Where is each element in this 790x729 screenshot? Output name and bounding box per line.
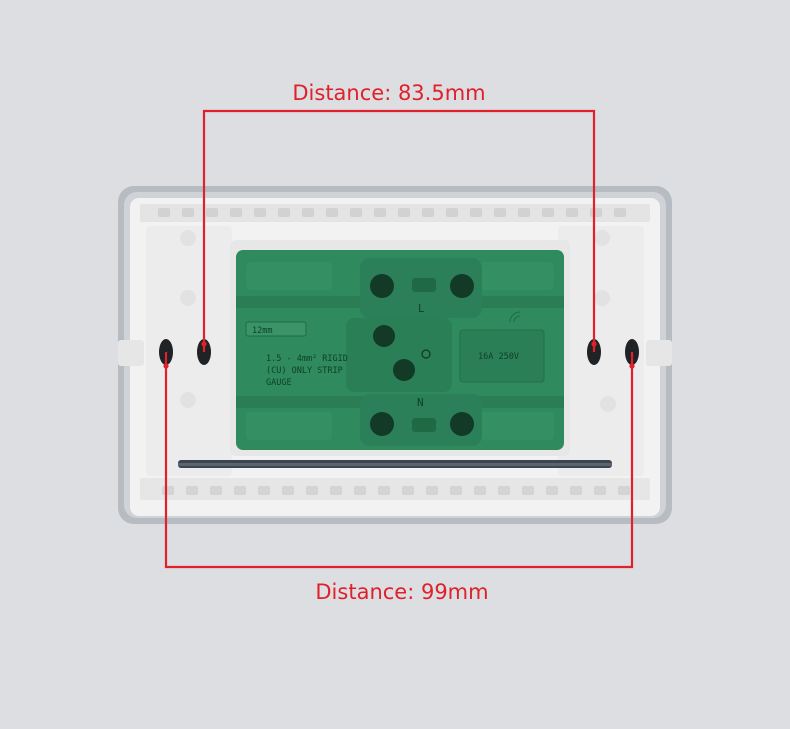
rating-label: 16A 250V xyxy=(478,352,519,362)
terminal-label-l: L xyxy=(418,302,425,315)
strip-gauge-line-3: GAUGE xyxy=(266,378,292,388)
dimension-line-outer xyxy=(164,352,634,569)
strip-gauge-value: 12mm xyxy=(252,326,272,336)
mounting-holes xyxy=(118,339,672,366)
strip-gauge-line-1: 1.5 - 4mm² RIGID xyxy=(266,354,348,364)
wifi-mark-icon xyxy=(509,311,521,323)
dimension-lines xyxy=(164,109,634,569)
left-side-panel xyxy=(146,226,232,476)
terminal-label-n: N xyxy=(417,396,424,409)
dimension-line-inner xyxy=(202,109,596,352)
distance-label-top: Distance: 83.5mm xyxy=(292,81,486,105)
strip-gauge-line-2: (CU) ONLY STRIP xyxy=(266,366,343,376)
distance-label-bottom: Distance: 99mm xyxy=(315,580,489,604)
right-side-panel xyxy=(558,226,644,476)
green-socket-module xyxy=(230,240,570,456)
